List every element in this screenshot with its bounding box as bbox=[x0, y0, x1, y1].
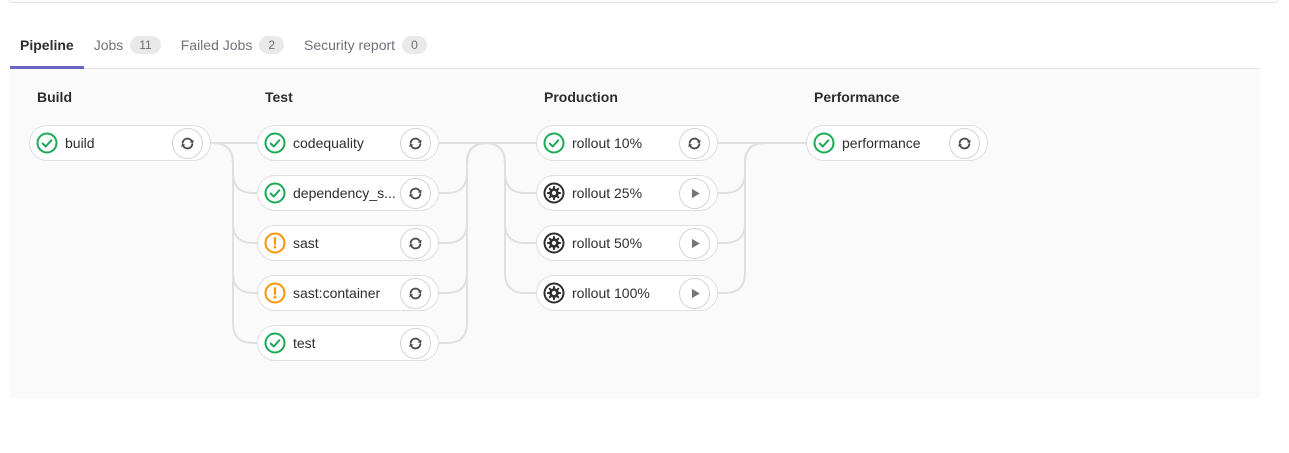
tab-label: Security report bbox=[304, 37, 396, 53]
job-codequality[interactable]: codequality bbox=[257, 125, 439, 161]
job-label: rollout 10% bbox=[572, 135, 643, 151]
stage-header-production: Production bbox=[544, 89, 618, 105]
job-rollout-10[interactable]: rollout 10% bbox=[536, 125, 718, 161]
tab-label: Failed Jobs bbox=[180, 37, 253, 53]
job-label: rollout 50% bbox=[572, 235, 643, 251]
pipeline-tabbar: Pipeline Jobs 11 Failed Jobs 2 Security … bbox=[10, 22, 1260, 69]
status-success-icon bbox=[264, 332, 286, 354]
card-bottom-edge bbox=[8, 0, 1279, 3]
retry-job-button[interactable] bbox=[400, 277, 431, 309]
status-warning-icon bbox=[264, 282, 286, 304]
job-label: test bbox=[293, 335, 316, 351]
play-job-button[interactable] bbox=[679, 177, 710, 209]
tab-security-report[interactable]: Security report 0 bbox=[294, 22, 437, 68]
tab-label: Pipeline bbox=[20, 37, 74, 53]
job-test[interactable]: test bbox=[257, 325, 439, 361]
status-manual-icon bbox=[543, 232, 565, 254]
job-label: rollout 25% bbox=[572, 185, 643, 201]
tab-failed-jobs[interactable]: Failed Jobs 2 bbox=[171, 22, 294, 68]
retry-job-button[interactable] bbox=[949, 127, 980, 159]
retry-job-button[interactable] bbox=[400, 227, 431, 259]
status-success-icon bbox=[813, 132, 835, 154]
job-performance[interactable]: performance bbox=[806, 125, 988, 161]
status-success-icon bbox=[36, 132, 58, 154]
job-label: dependency_s... bbox=[293, 185, 396, 201]
job-rollout-50[interactable]: rollout 50% bbox=[536, 225, 718, 261]
job-dependency-scanning[interactable]: dependency_s... bbox=[257, 175, 439, 211]
job-label: sast bbox=[293, 235, 319, 251]
pipeline-graph: Build Test Production Performance build … bbox=[10, 69, 1260, 398]
tab-pipeline[interactable]: Pipeline bbox=[10, 22, 84, 69]
retry-job-button[interactable] bbox=[679, 127, 710, 159]
status-warning-icon bbox=[264, 232, 286, 254]
retry-job-button[interactable] bbox=[400, 327, 431, 359]
play-job-button[interactable] bbox=[679, 277, 710, 309]
job-label: performance bbox=[842, 135, 921, 151]
retry-job-button[interactable] bbox=[400, 127, 431, 159]
job-rollout-25[interactable]: rollout 25% bbox=[536, 175, 718, 211]
job-label: build bbox=[65, 135, 95, 151]
job-label: codequality bbox=[293, 135, 364, 151]
pipeline-view: Pipeline Jobs 11 Failed Jobs 2 Security … bbox=[10, 22, 1260, 398]
tab-label: Jobs bbox=[93, 37, 124, 53]
tab-jobs[interactable]: Jobs 11 bbox=[84, 22, 171, 68]
failed-jobs-count-badge: 2 bbox=[259, 36, 285, 54]
job-label: sast:container bbox=[293, 285, 381, 301]
stage-header-performance: Performance bbox=[814, 89, 900, 105]
stage-header-test: Test bbox=[265, 89, 293, 105]
job-build[interactable]: build bbox=[29, 125, 211, 161]
play-job-button[interactable] bbox=[679, 227, 710, 259]
retry-job-button[interactable] bbox=[400, 177, 431, 209]
status-success-icon bbox=[543, 132, 565, 154]
retry-job-button[interactable] bbox=[172, 127, 203, 159]
stage-header-build: Build bbox=[37, 89, 72, 105]
security-report-count-badge: 0 bbox=[402, 36, 427, 54]
job-sast[interactable]: sast bbox=[257, 225, 439, 261]
job-sast-container[interactable]: sast:container bbox=[257, 275, 439, 311]
status-success-icon bbox=[264, 132, 286, 154]
status-manual-icon bbox=[543, 182, 565, 204]
status-manual-icon bbox=[543, 282, 565, 304]
job-rollout-100[interactable]: rollout 100% bbox=[536, 275, 718, 311]
jobs-count-badge: 11 bbox=[130, 36, 161, 54]
job-label: rollout 100% bbox=[572, 285, 650, 301]
status-success-icon bbox=[264, 182, 286, 204]
